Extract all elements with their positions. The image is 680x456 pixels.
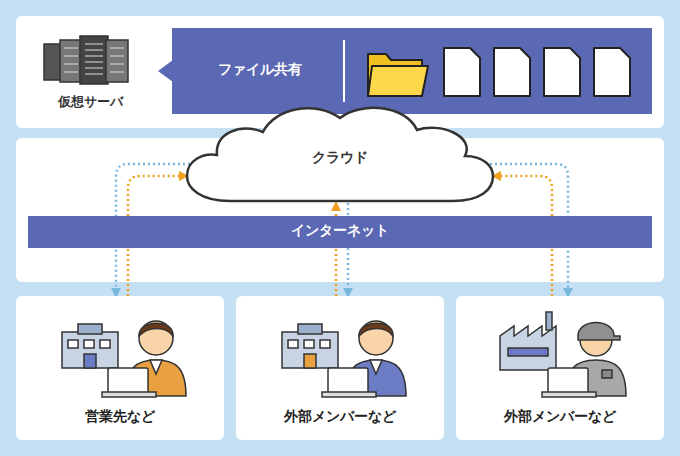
member-box: 外部メンバーなど: [456, 296, 664, 440]
server-node: 仮想サーバ: [30, 30, 150, 120]
node-label: インターネット: [28, 222, 652, 240]
member-box: 外部メンバーなど: [236, 296, 444, 440]
cloud-node: クラウド: [185, 98, 495, 203]
pointer: [158, 60, 173, 82]
node-label: 外部メンバーなど: [236, 408, 444, 426]
node-label: 仮想サーバ: [30, 94, 150, 110]
node-label: 外部メンバーなど: [456, 408, 664, 426]
file-share-box: ファイル共有: [172, 28, 652, 114]
client-box: 営業先など: [16, 296, 224, 440]
internet-band: インターネット: [28, 216, 652, 248]
server-panel: [16, 16, 664, 128]
network-panel: [16, 138, 664, 282]
node-label: 営業先など: [16, 408, 224, 426]
server-icon: [30, 30, 150, 90]
node-label: クラウド: [185, 148, 495, 166]
node-label: ファイル共有: [180, 60, 340, 78]
